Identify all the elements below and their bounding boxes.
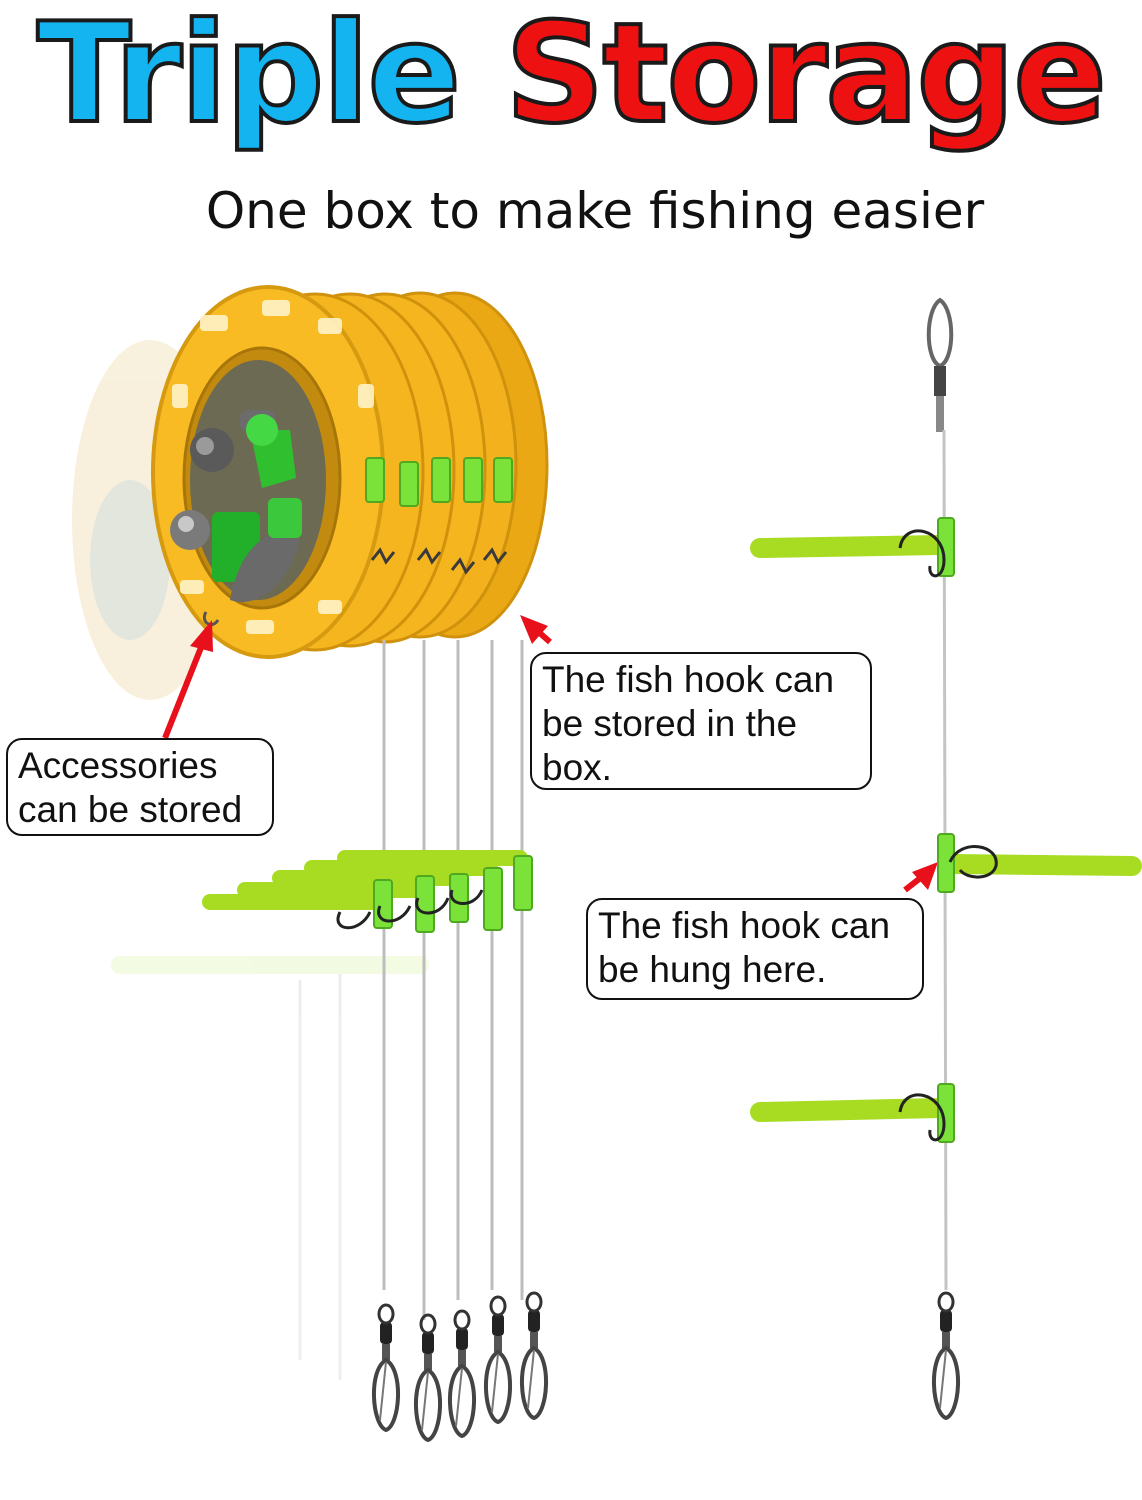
arrows: [162, 615, 938, 893]
stored-accessories: [170, 410, 302, 626]
swivel-snaps-left: [371, 1291, 549, 1442]
callout-hang-line2: be hung here.: [598, 949, 827, 990]
leader-lines: [382, 640, 524, 1320]
headline-word-storage: Storage: [503, 0, 1109, 156]
callout-accessories: Accessories can be stored: [6, 738, 274, 836]
top-snap-icon: [926, 297, 954, 432]
callout-box-line1: The fish hook can: [542, 659, 835, 700]
vertical-rig: [750, 297, 1142, 1420]
headline-word-triple: Triple: [35, 0, 463, 156]
green-hook-sleeves: [202, 850, 533, 933]
subtitle: One box to make fishing easier: [205, 182, 985, 240]
callout-hang-line1: The fish hook can: [598, 905, 891, 946]
callout-accessories-line1: Accessories: [18, 745, 218, 786]
fishing-reel-box: [151, 285, 549, 659]
callout-stored-in-box: The fish hook can be stored in the box.: [530, 652, 872, 790]
callout-box-line3: box.: [542, 747, 612, 788]
rig-ghosts: [111, 956, 429, 1380]
callout-hung-here: The fish hook can be hung here.: [586, 898, 924, 1000]
callout-accessories-line2: can be stored: [18, 789, 243, 830]
headline: Triple Storage: [0, 0, 1142, 156]
callout-box-line2: be stored in the: [542, 703, 798, 744]
